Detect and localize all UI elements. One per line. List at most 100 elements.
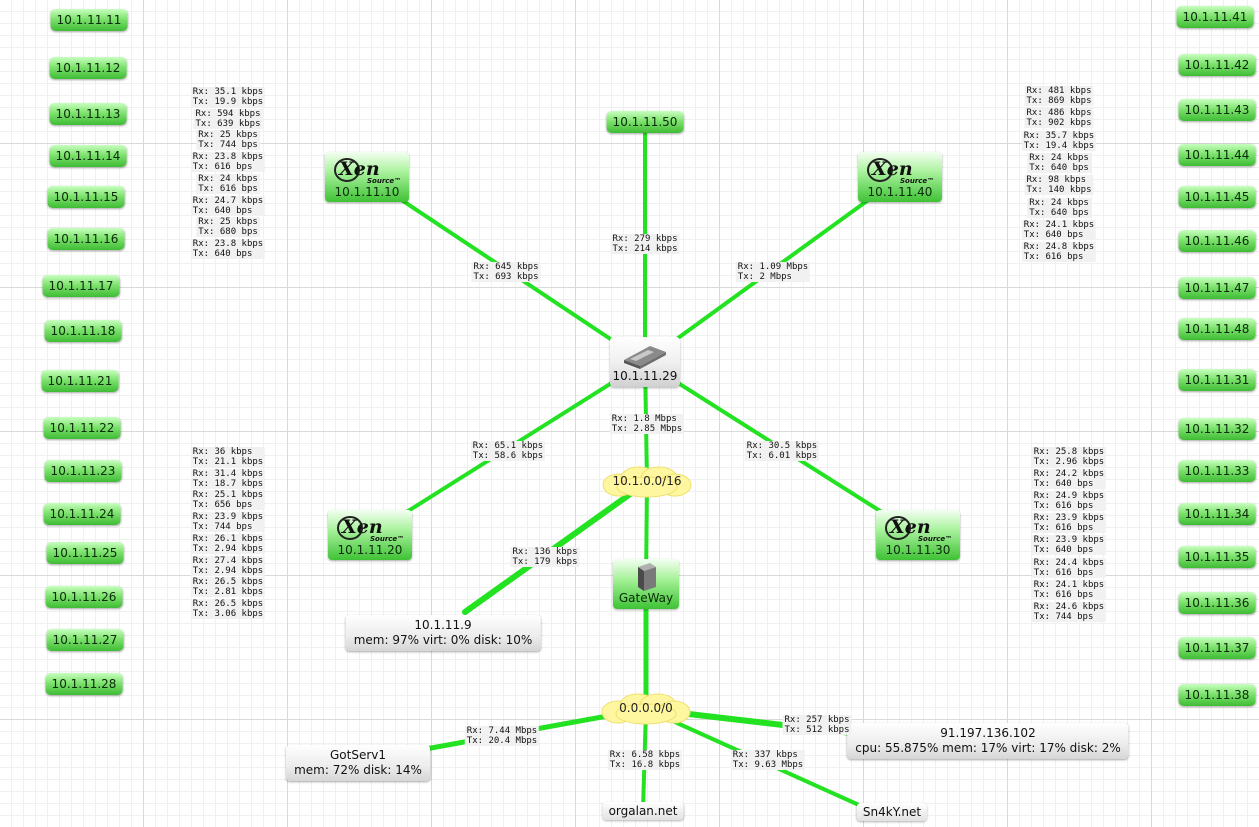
host-leaf[interactable]: 10.1.11.37	[1178, 637, 1256, 659]
host-leaf[interactable]: 10.1.11.13	[49, 103, 127, 125]
xen-logo-sub: Source™	[900, 177, 934, 185]
host-leaf[interactable]: 10.1.11.42	[1178, 54, 1256, 76]
xen-logo-word: Xen	[889, 516, 931, 538]
host-leaf[interactable]: 10.1.11.25	[46, 542, 124, 564]
cloud-icon	[602, 466, 692, 498]
cloud-10-1-0-0[interactable]: 10.1.0.0/16	[599, 465, 695, 499]
host-leaf[interactable]: 10.1.11.12	[49, 57, 127, 79]
host-leaf[interactable]: 10.1.11.41	[1176, 6, 1254, 28]
router-label: 10.1.11.29	[612, 369, 678, 383]
host-leaf[interactable]: 10.1.11.22	[43, 417, 121, 439]
xen-logo-word: Xen	[341, 516, 383, 538]
host-leaf[interactable]: 10.1.11.44	[1178, 144, 1256, 166]
host-leaf[interactable]: 10.1.11.15	[47, 186, 125, 208]
server-10-1-11-9[interactable]: 10.1.11.9 mem: 97% virt: 0% disk: 10%	[345, 615, 541, 651]
xen-logo-word: Xen	[871, 158, 913, 180]
host-leaf[interactable]: 10.1.11.23	[44, 460, 122, 482]
host-leaf[interactable]: 10.1.11.21	[41, 370, 119, 392]
xen-logo-sub: Source™	[367, 177, 401, 185]
cloud-label: 0.0.0.0/0	[619, 701, 673, 715]
server-stats: mem: 97% virt: 0% disk: 10%	[353, 633, 533, 647]
host-leaf[interactable]: 10.1.11.38	[1178, 684, 1256, 706]
host-leaf[interactable]: 10.1.11.43	[1178, 99, 1256, 121]
xen-host-label: 10.1.11.20	[337, 543, 403, 557]
host-orgalan[interactable]: orgalan.net	[602, 802, 684, 820]
xen-logo-sub: Source™	[370, 535, 404, 543]
cloud-label: 10.1.0.0/16	[612, 474, 682, 488]
host-leaf[interactable]: 10.1.11.45	[1178, 186, 1256, 208]
host-leaf[interactable]: 10.1.11.11	[50, 9, 128, 31]
host-leaf[interactable]: 10.1.11.28	[45, 673, 123, 695]
router-node[interactable]: 10.1.11.29	[610, 337, 680, 387]
host-leaf[interactable]: 10.1.11.31	[1178, 369, 1256, 391]
host-sn4ky[interactable]: Sn4kY.net	[856, 803, 928, 821]
host-leaf[interactable]: 10.1.11.32	[1178, 418, 1256, 440]
host-leaf[interactable]: 10.1.11.48	[1178, 318, 1256, 340]
server-name: 10.1.11.9	[414, 618, 472, 632]
host-leaf[interactable]: 10.1.11.18	[44, 320, 122, 342]
gateway-node[interactable]: GateWay	[613, 559, 679, 609]
host-leaf[interactable]: 10.1.11.36	[1178, 592, 1256, 614]
xen-logo-word: Xen	[338, 158, 380, 180]
host-leaf[interactable]: 10.1.11.17	[42, 275, 120, 297]
host-leaf[interactable]: 10.1.11.35	[1178, 546, 1256, 568]
host-10-1-11-50[interactable]: 10.1.11.50	[606, 111, 684, 133]
server-gotserv1[interactable]: GotServ1 mem: 72% disk: 14%	[286, 745, 430, 781]
host-leaf[interactable]: 10.1.11.26	[45, 586, 123, 608]
host-leaf[interactable]: 10.1.11.24	[43, 503, 121, 525]
host-leaf[interactable]: 10.1.11.14	[49, 145, 127, 167]
host-leaf[interactable]: 10.1.11.34	[1178, 503, 1256, 525]
server-91-197-136-102[interactable]: 91.197.136.102 cpu: 55.875% mem: 17% vir…	[847, 723, 1129, 759]
cloud-icon	[601, 693, 691, 725]
host-leaf[interactable]: 10.1.11.47	[1178, 277, 1256, 299]
host-leaf[interactable]: 10.1.11.27	[46, 629, 124, 651]
xen-host-label: 10.1.11.10	[334, 185, 400, 199]
host-leaf[interactable]: 10.1.11.33	[1178, 460, 1256, 482]
cloud-0-0-0-0[interactable]: 0.0.0.0/0	[598, 692, 694, 726]
host-leaf[interactable]: 10.1.11.16	[47, 228, 125, 250]
host-leaf[interactable]: 10.1.11.46	[1178, 230, 1256, 252]
server-stats: mem: 72% disk: 14%	[294, 763, 422, 777]
